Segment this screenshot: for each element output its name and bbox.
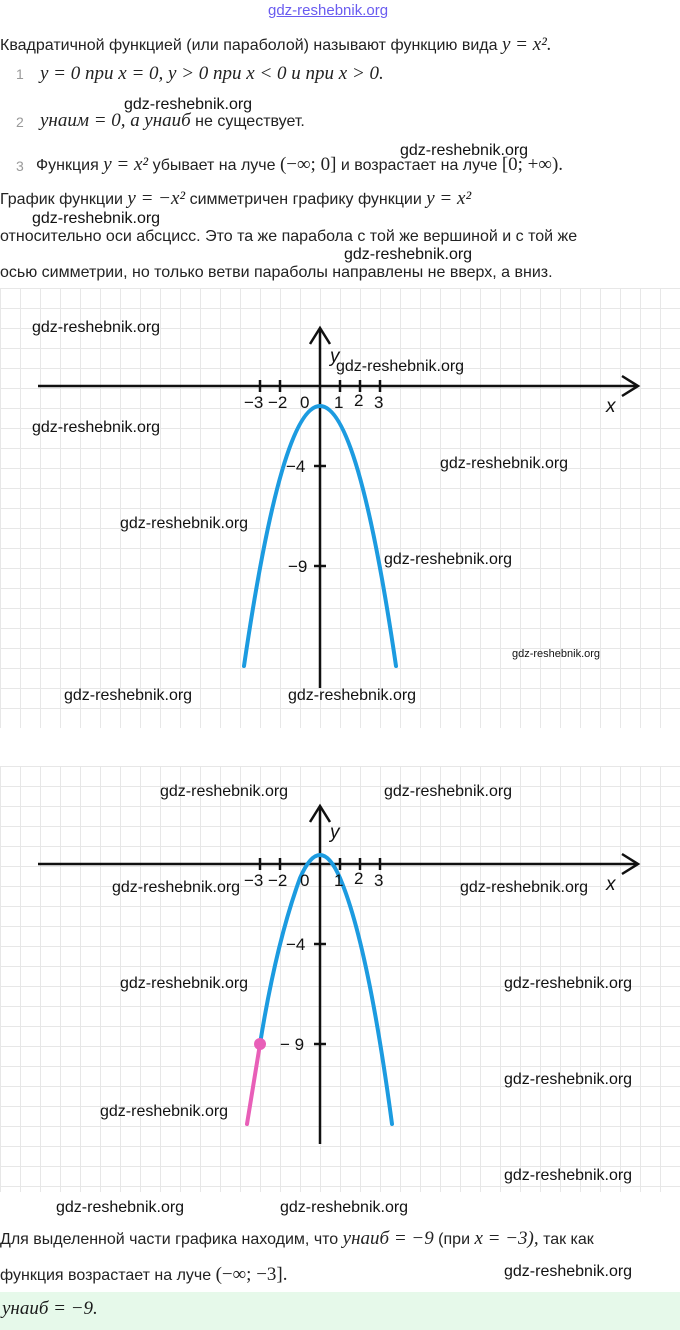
x-tick-label: 1 xyxy=(334,393,343,412)
watermark: gdz-reshebnik.org xyxy=(120,975,249,992)
list-item-3-func: y = x² xyxy=(103,154,149,175)
site-link[interactable]: gdz-reshebnik.org xyxy=(268,2,389,19)
watermark: gdz-reshebnik.org xyxy=(124,96,253,113)
watermark: gdz-reshebnik.org xyxy=(100,1103,229,1120)
conclusion-x: x = −3), xyxy=(474,1228,539,1249)
list-number-1: 1 xyxy=(16,66,24,82)
conclusion-line-1-c: (при xyxy=(438,1231,470,1248)
list-item-3-interval2: [0; +∞). xyxy=(501,154,564,175)
result-formula: yнаиб = −9. xyxy=(2,1298,98,1319)
x-tick-label: −3 xyxy=(244,871,263,890)
x-axis-label: x xyxy=(605,874,617,895)
x-axis-arrow-icon xyxy=(621,852,641,876)
watermark: gdz-reshebnik.org xyxy=(32,419,161,436)
graph-1-svg: −3 −2 0 1 2 3 x y −4 −9 xyxy=(38,325,641,688)
origin-label: 0 xyxy=(300,393,309,412)
watermark: gdz-reshebnik.org xyxy=(384,783,513,800)
watermark: gdz-reshebnik.org xyxy=(504,1167,633,1184)
list-number-2: 2 xyxy=(16,114,24,130)
origin-label: 0 xyxy=(300,871,309,890)
watermark: gdz-reshebnik.org xyxy=(504,1071,633,1088)
watermark: gdz-reshebnik.org xyxy=(120,515,249,532)
x-axis-arrow-icon xyxy=(621,374,641,398)
graph-2-svg: −3 −2 0 1 2 3 x y −4 − 9 xyxy=(38,803,641,1144)
list-item-3: Функция y = x² убывает на луче (−∞; 0] и… xyxy=(36,154,563,177)
conclusion-line-1-e: так как xyxy=(543,1231,594,1248)
y-axis-arrow-icon xyxy=(308,325,332,345)
watermark: gdz-reshebnik.org xyxy=(336,358,465,375)
conclusion-max: yнаиб = −9 xyxy=(342,1228,434,1249)
list-item-2-min: yнаим = 0, а xyxy=(40,110,140,131)
y-axis-arrow-icon xyxy=(308,803,332,823)
x-axis-label: x xyxy=(605,396,617,417)
watermark: gdz-reshebnik.org xyxy=(64,687,193,704)
conclusion-interval: (−∞; −3]. xyxy=(215,1264,288,1285)
list-item-3-interval1: (−∞; 0] xyxy=(279,154,337,175)
watermark: gdz-reshebnik.org xyxy=(160,783,289,800)
watermark: gdz-reshebnik.org xyxy=(504,975,633,992)
watermark: gdz-reshebnik.org xyxy=(32,210,161,227)
y-tick-label: −4 xyxy=(286,935,305,954)
watermark: gdz-reshebnik.org xyxy=(440,455,569,472)
max-point-marker xyxy=(254,1038,266,1050)
watermark: gdz-reshebnik.org xyxy=(384,551,513,568)
y-axis-label: y xyxy=(328,346,341,367)
watermark: gdz-reshebnik.org xyxy=(512,648,601,660)
x-tick-label: 1 xyxy=(334,871,343,890)
watermark: gdz-reshebnik.org xyxy=(504,1263,633,1280)
x-tick-label: 3 xyxy=(374,871,383,890)
graph-2: −3 −2 0 1 2 3 x y −4 − 9 xyxy=(0,766,680,1192)
conclusion-line-2-a: функция возрастает на луче xyxy=(0,1267,212,1284)
x-tick-label: 2 xyxy=(354,391,363,410)
paragraph-line-1-a: График функции xyxy=(0,191,123,208)
list-item-2-max: yнаиб xyxy=(144,110,191,131)
list-item-3-c: убывает на луче xyxy=(152,157,276,174)
paragraph-line-1: График функции y = −x² симметричен графи… xyxy=(0,188,471,211)
list-number-3: 3 xyxy=(16,158,24,174)
y-tick-label: − 9 xyxy=(280,1035,304,1054)
list-item-3-a: Функция xyxy=(36,157,99,174)
x-tick-label: −3 xyxy=(244,393,263,412)
list-item-2: yнаим = 0, а yнаиб не существует. xyxy=(40,110,305,133)
watermark: gdz-reshebnik.org xyxy=(288,687,417,704)
watermark: gdz-reshebnik.org xyxy=(112,879,241,896)
y-tick-label: −9 xyxy=(288,557,307,576)
list-item-1: y = 0 при x = 0, y > 0 при x < 0 и при x… xyxy=(40,63,384,86)
x-tick-label: −2 xyxy=(268,393,287,412)
conclusion-line-1-a: Для выделенной части графика находим, чт… xyxy=(0,1231,339,1248)
y-axis-label: y xyxy=(328,822,341,843)
intro-text: Квадратичной функцией (или параболой) на… xyxy=(0,34,552,57)
list-item-1-text: y = 0 при x = 0, y > 0 при x < 0 и при x… xyxy=(40,63,384,84)
paragraph-func-pos: y = x² xyxy=(426,188,472,209)
watermark: gdz-reshebnik.org xyxy=(460,879,589,896)
graph-1: −3 −2 0 1 2 3 x y −4 −9 xyxy=(0,288,680,728)
parabola-curve xyxy=(242,404,398,668)
watermark: gdz-reshebnik.org xyxy=(280,1199,409,1216)
y-tick-label: −4 xyxy=(286,457,305,476)
parabola-curve xyxy=(258,853,394,1126)
paragraph-line-1-c: симметричен графику функции xyxy=(189,191,422,208)
conclusion-line-2: функция возрастает на луче (−∞; −3]. xyxy=(0,1264,288,1287)
result-box: yнаиб = −9. xyxy=(0,1292,680,1330)
list-item-3-e: и возрастает на луче xyxy=(340,157,498,174)
x-tick-label: 3 xyxy=(374,393,383,412)
x-tick-label: 2 xyxy=(354,869,363,888)
watermark: gdz-reshebnik.org xyxy=(400,142,529,159)
paragraph-line-3: осью симметрии, но только ветви параболы… xyxy=(0,264,553,281)
intro-formula: y = x². xyxy=(501,34,552,55)
watermark: gdz-reshebnik.org xyxy=(344,246,473,263)
paragraph-func-neg: y = −x² xyxy=(127,188,186,209)
x-tick-label: −2 xyxy=(268,871,287,890)
watermark: gdz-reshebnik.org xyxy=(56,1199,185,1216)
paragraph-line-2: относительно оси абсцисс. Это та же пара… xyxy=(0,228,578,245)
intro-definition: Квадратичной функцией (или параболой) на… xyxy=(0,37,498,54)
highlighted-branch xyxy=(245,1042,262,1126)
watermark: gdz-reshebnik.org xyxy=(32,319,161,336)
conclusion-line-1: Для выделенной части графика находим, чт… xyxy=(0,1228,594,1251)
list-item-2-text: не существует. xyxy=(195,113,305,130)
